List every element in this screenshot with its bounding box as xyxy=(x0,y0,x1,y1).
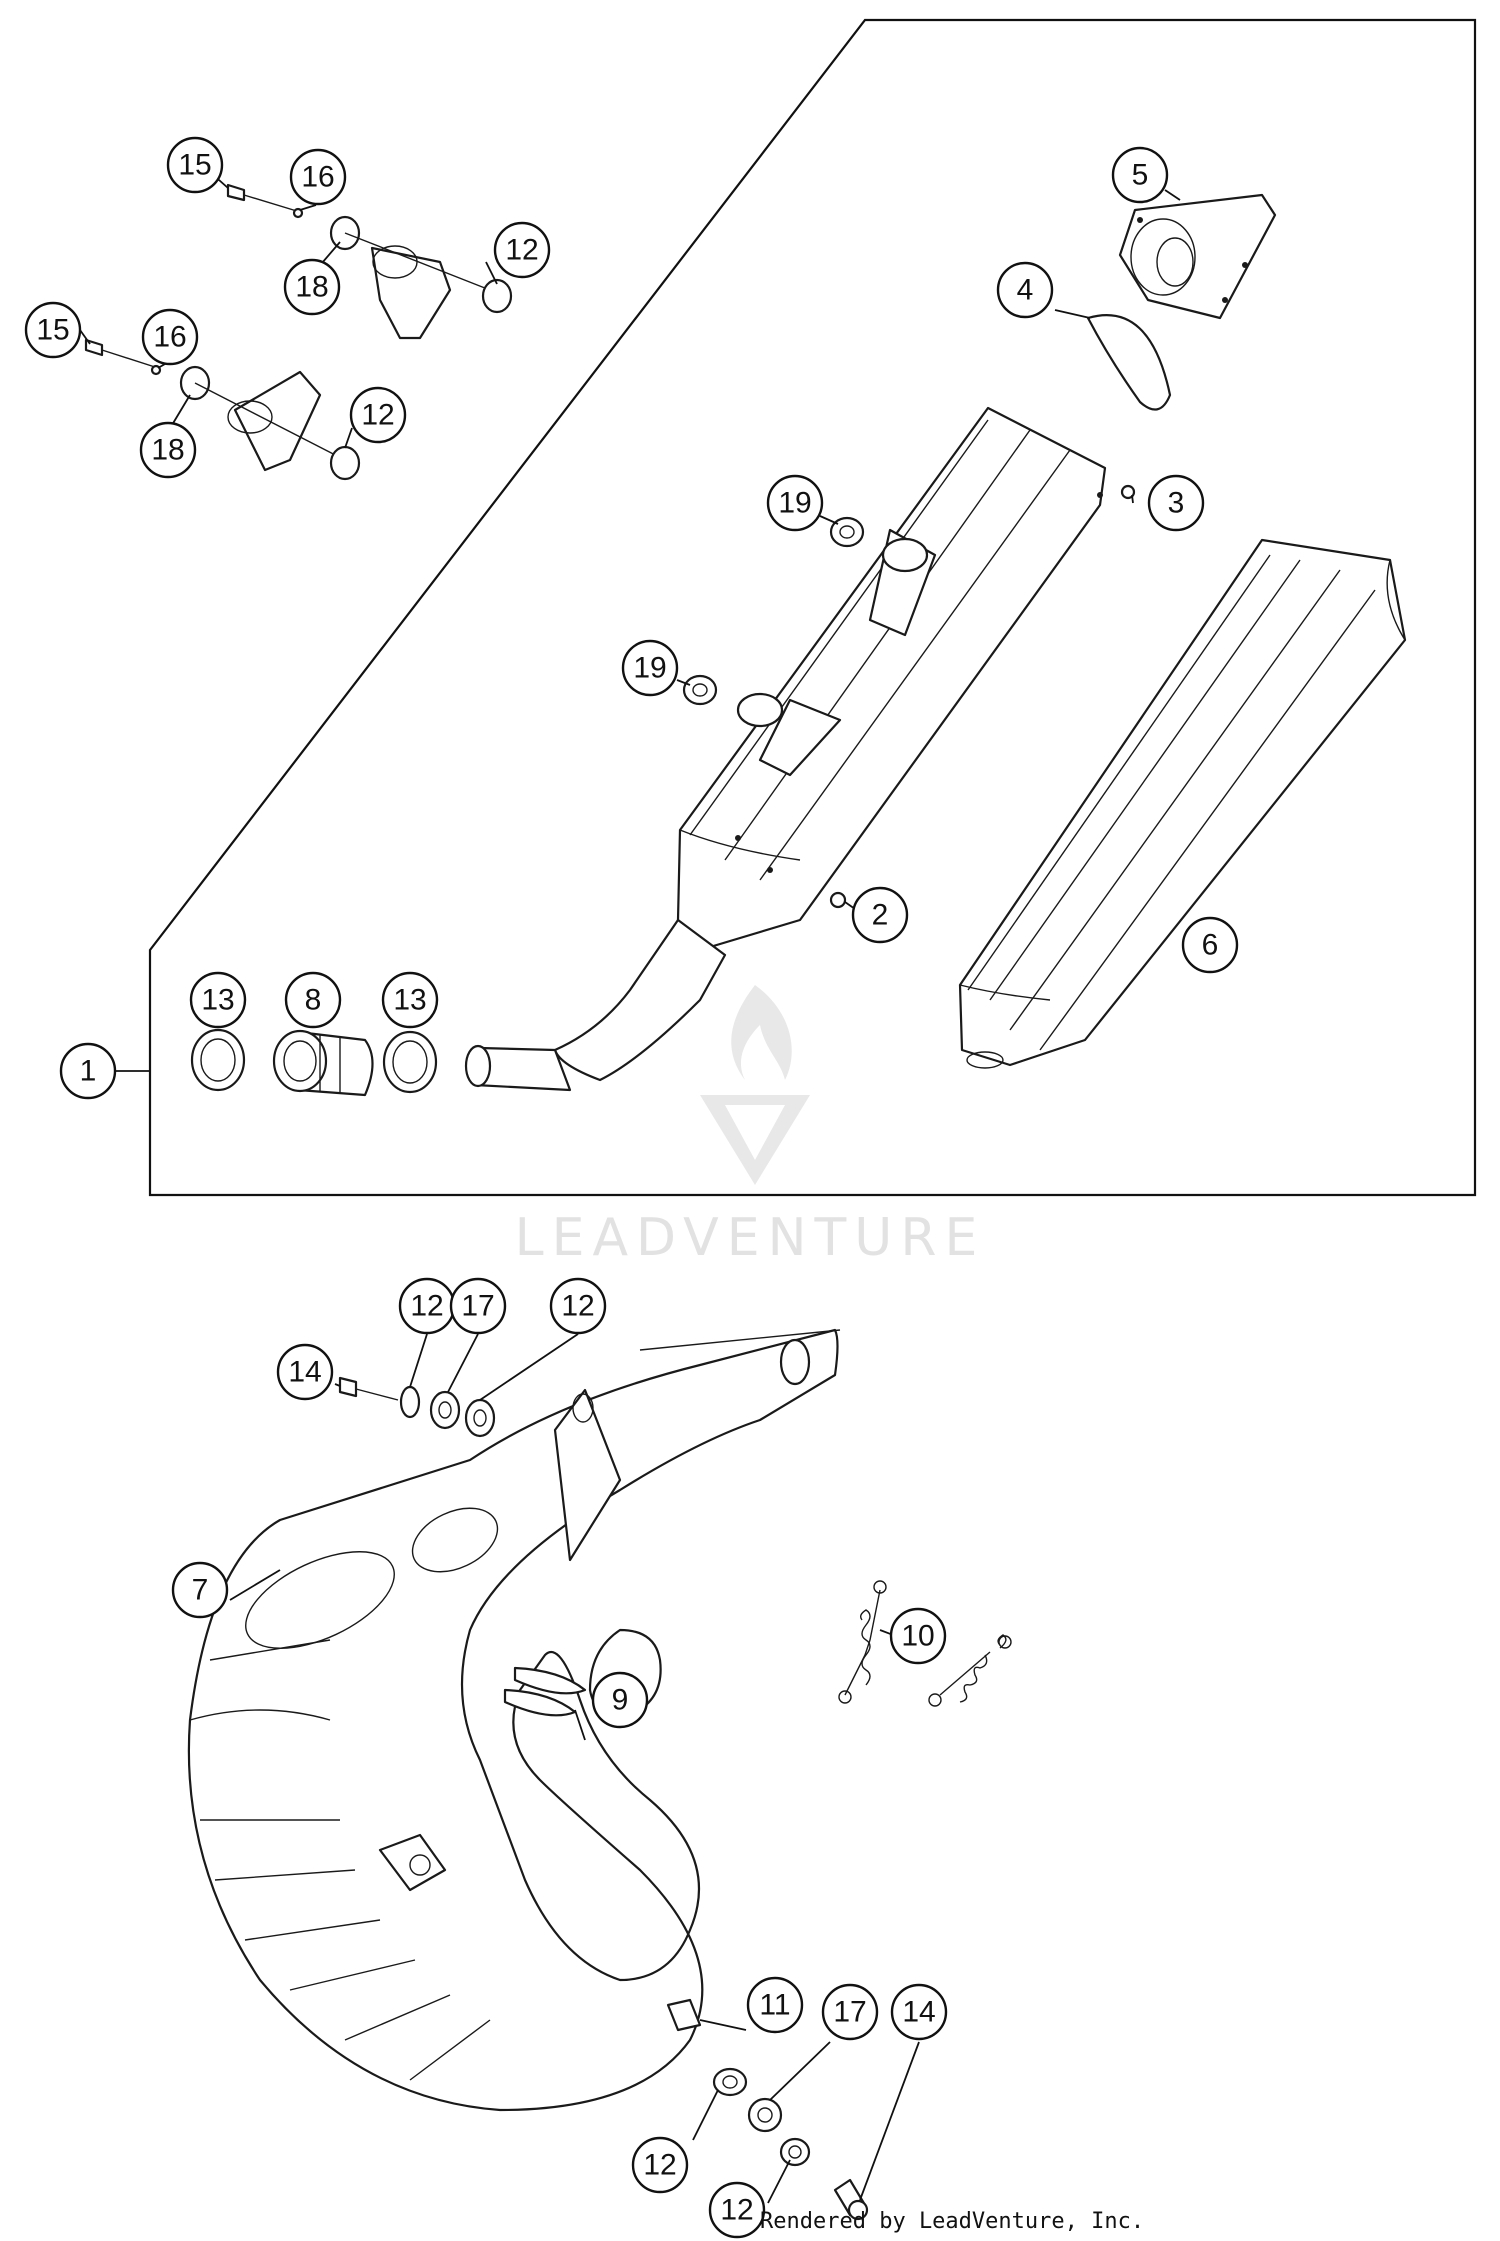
svg-text:19: 19 xyxy=(778,487,811,520)
svg-text:19: 19 xyxy=(633,652,666,685)
mounting-bracket-lower xyxy=(84,338,361,481)
svg-text:18: 18 xyxy=(295,271,328,304)
callout-9: 9 xyxy=(591,1671,649,1729)
watermark-brand-text: LEADVENTURE xyxy=(515,1208,986,1268)
callout-6: 6 xyxy=(1181,916,1239,974)
callout-2: 2 xyxy=(851,886,909,944)
svg-text:12: 12 xyxy=(361,399,394,432)
svg-text:12: 12 xyxy=(505,234,538,267)
callout-12: 12 xyxy=(708,2181,766,2239)
screw-part-3 xyxy=(1120,484,1136,500)
svg-text:1: 1 xyxy=(80,1055,97,1088)
callout-8: 8 xyxy=(284,971,342,1029)
exhaust-expansion-chamber xyxy=(187,1328,841,2112)
end-cap-gasket xyxy=(1086,314,1172,411)
svg-text:3: 3 xyxy=(1168,487,1185,520)
silencer-end-cap xyxy=(1118,193,1277,320)
mounting-bracket-upper xyxy=(226,183,513,340)
callout-15: 15 xyxy=(24,301,82,359)
callout-14: 14 xyxy=(276,1343,334,1401)
svg-text:12: 12 xyxy=(410,1290,443,1323)
svg-text:15: 15 xyxy=(36,314,69,347)
svg-text:12: 12 xyxy=(561,1290,594,1323)
svg-text:17: 17 xyxy=(461,1290,494,1323)
callout-13: 13 xyxy=(381,971,439,1029)
svg-text:5: 5 xyxy=(1132,159,1149,192)
seal-ring-left xyxy=(190,1028,246,1092)
svg-text:14: 14 xyxy=(902,1996,935,2029)
callout-16: 16 xyxy=(289,148,347,206)
svg-text:6: 6 xyxy=(1202,929,1219,962)
callout-12: 12 xyxy=(493,221,551,279)
upper-fastening-set xyxy=(338,1376,496,1438)
leadventure-watermark: LEADVENTURE xyxy=(515,985,986,1268)
svg-text:7: 7 xyxy=(192,1574,209,1607)
callout-4: 4 xyxy=(996,261,1054,319)
callout-19: 19 xyxy=(766,474,824,532)
callout-12: 12 xyxy=(398,1277,456,1335)
connecting-sleeve xyxy=(272,1029,374,1097)
svg-text:16: 16 xyxy=(301,161,334,194)
callout-1: 1 xyxy=(59,1042,117,1100)
callout-12: 12 xyxy=(349,386,407,444)
callout-18: 18 xyxy=(283,258,341,316)
callout-12: 12 xyxy=(631,2136,689,2194)
callout-3: 3 xyxy=(1147,474,1205,532)
callout-5: 5 xyxy=(1111,146,1169,204)
svg-text:12: 12 xyxy=(720,2194,753,2227)
callout-18: 18 xyxy=(139,421,197,479)
callout-19: 19 xyxy=(621,639,679,697)
callout-13: 13 xyxy=(189,971,247,1029)
silencer-body xyxy=(464,406,1107,1092)
exhaust-springs xyxy=(838,1580,1012,1707)
callout-15: 15 xyxy=(166,136,224,194)
svg-text:15: 15 xyxy=(178,149,211,182)
lower-fastening-set xyxy=(666,1998,869,2221)
grommet-upper xyxy=(829,516,865,548)
seal-ring-right xyxy=(382,1030,438,1094)
svg-text:9: 9 xyxy=(612,1684,629,1717)
callout-16: 16 xyxy=(141,308,199,366)
grommet-lower xyxy=(682,674,718,706)
callout-14: 14 xyxy=(890,1983,948,2041)
callout-7: 7 xyxy=(171,1561,229,1619)
callout-17: 17 xyxy=(449,1277,507,1335)
silencer-kit-frame xyxy=(148,18,1477,1197)
svg-text:18: 18 xyxy=(151,434,184,467)
callout-10: 10 xyxy=(889,1607,947,1665)
svg-text:14: 14 xyxy=(288,1356,321,1389)
svg-text:10: 10 xyxy=(901,1620,934,1653)
svg-text:2: 2 xyxy=(872,899,889,932)
silencer-outer-sleeve xyxy=(958,538,1407,1069)
render-credit: Rendered by LeadVenture, Inc. xyxy=(760,2209,1144,2234)
callout-12: 12 xyxy=(549,1277,607,1335)
screw-part-2 xyxy=(829,891,847,909)
svg-text:8: 8 xyxy=(305,984,322,1017)
svg-text:16: 16 xyxy=(153,321,186,354)
callout-11: 11 xyxy=(746,1976,804,2034)
svg-text:13: 13 xyxy=(201,984,234,1017)
svg-text:11: 11 xyxy=(759,1989,790,2022)
svg-text:12: 12 xyxy=(643,2149,676,2182)
callout-17: 17 xyxy=(821,1983,879,2041)
svg-text:13: 13 xyxy=(393,984,426,1017)
svg-text:4: 4 xyxy=(1017,274,1034,307)
svg-text:17: 17 xyxy=(833,1996,866,2029)
